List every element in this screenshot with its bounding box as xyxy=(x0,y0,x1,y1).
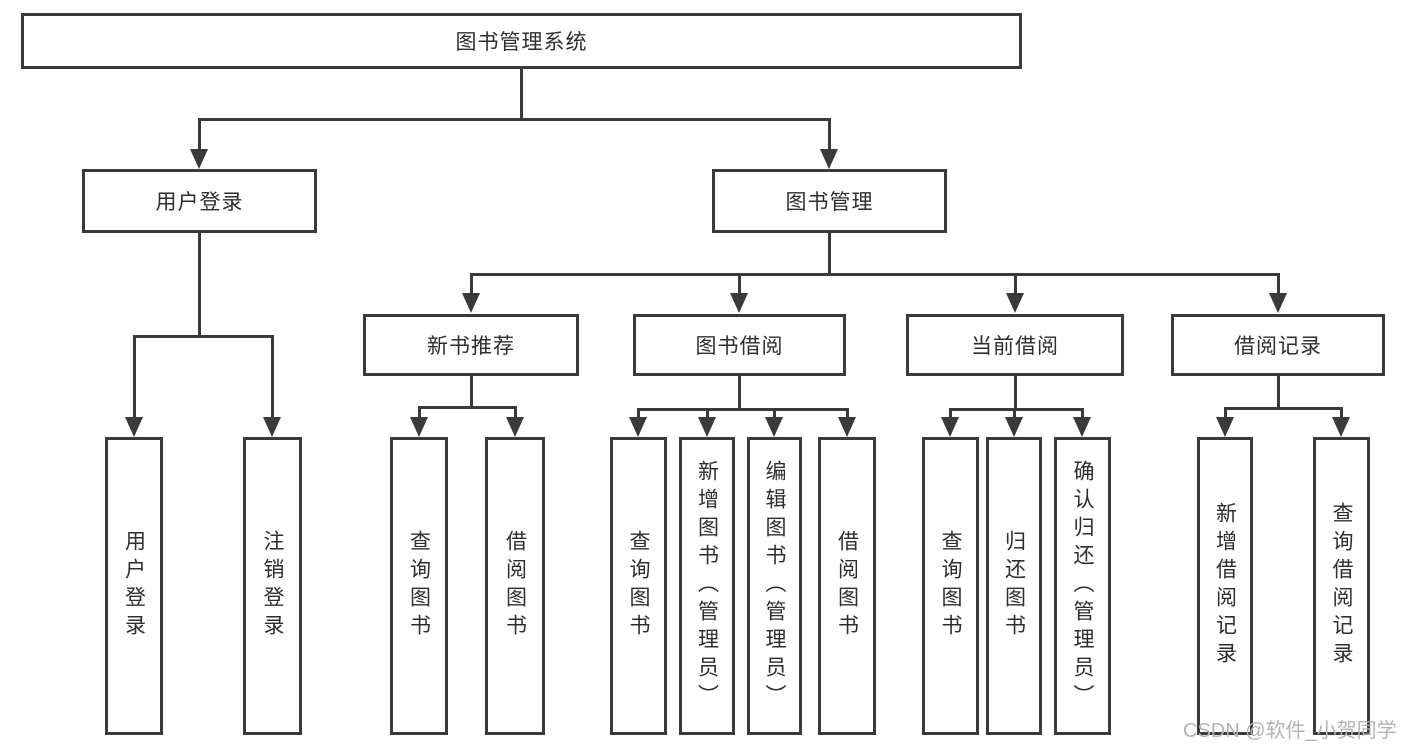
node-new-book-rec: 新书推荐 xyxy=(363,314,579,376)
node-user-login-label: 用户登录 xyxy=(155,191,244,214)
node-leaf-borrow-book-a: 借阅图书 xyxy=(485,437,545,735)
connector-leaf-edit-book-drop xyxy=(773,408,776,419)
connector-leaf-query-book-a-drop xyxy=(418,406,421,419)
arrowhead-leaf-borrow-book-b xyxy=(838,417,856,437)
connector-new-book-rec-drop xyxy=(470,273,473,295)
connector-user-login-drop xyxy=(198,118,201,151)
node-leaf-query-borrow-record-label: 查询借阅记录 xyxy=(1330,502,1353,670)
connector-level3-branch xyxy=(470,273,1280,276)
node-root-label: 图书管理系统 xyxy=(455,31,588,54)
connector-book-borrow-stem xyxy=(738,376,741,408)
arrowhead-leaf-confirm-return xyxy=(1073,417,1091,437)
node-leaf-add-borrow-record: 新增借阅记录 xyxy=(1197,437,1253,735)
node-leaf-borrow-book-b-label: 借阅图书 xyxy=(835,530,859,642)
connector-current-borrow-stem xyxy=(1014,376,1017,408)
arrowhead-leaf-user-login xyxy=(125,417,143,437)
connector-new-book-rec-child-branch xyxy=(418,406,517,409)
arrowhead-current-borrow xyxy=(1006,293,1024,313)
connector-leaf-add-book-drop xyxy=(706,408,709,419)
node-borrow-records-label: 借阅记录 xyxy=(1234,335,1322,358)
node-leaf-add-book-admin: 新增图书（管理员） xyxy=(679,437,735,735)
node-leaf-query-borrow-record: 查询借阅记录 xyxy=(1313,437,1370,735)
node-root: 图书管理系统 xyxy=(21,13,1022,69)
node-leaf-user-login: 用户登录 xyxy=(105,437,163,735)
node-leaf-return-book: 归还图书 xyxy=(986,437,1042,735)
node-leaf-query-book-a-label: 查询图书 xyxy=(407,530,431,642)
arrowhead-leaf-add-book xyxy=(698,417,716,437)
node-book-borrow: 图书借阅 xyxy=(633,314,846,376)
connector-level2-branch xyxy=(198,118,831,121)
connector-book-mgmt-stem xyxy=(828,233,831,273)
node-book-mgmt: 图书管理 xyxy=(712,169,947,233)
arrowhead-leaf-return-book xyxy=(1005,417,1023,437)
node-leaf-query-book-b: 查询图书 xyxy=(610,437,667,735)
arrowhead-borrow-records xyxy=(1269,293,1287,313)
connector-current-borrow-drop xyxy=(1014,273,1017,295)
node-book-borrow-label: 图书借阅 xyxy=(695,335,784,358)
connector-leaf-add-record-drop xyxy=(1224,407,1227,419)
connector-leaf-borrow-book-b-drop xyxy=(846,408,849,419)
connector-user-login-child-branch xyxy=(133,335,274,338)
connector-leaf-confirm-return-drop xyxy=(1081,408,1084,419)
node-leaf-edit-book-admin-label: 编辑图书（管理员） xyxy=(763,460,786,712)
node-leaf-query-book-c-label: 查询图书 xyxy=(939,530,962,642)
connector-new-book-rec-stem xyxy=(470,376,473,406)
connector-book-borrow-child-branch xyxy=(637,408,849,411)
arrowhead-leaf-add-record xyxy=(1216,417,1234,437)
arrowhead-book-mgmt xyxy=(820,149,838,169)
connector-borrow-records-stem xyxy=(1277,376,1280,407)
node-leaf-add-book-admin-label: 新增图书（管理员） xyxy=(695,460,719,712)
arrowhead-new-book-rec xyxy=(462,293,480,313)
connector-current-borrow-child-branch xyxy=(949,408,1084,411)
connector-leaf-borrow-book-a-drop xyxy=(514,406,517,419)
connector-leaf-query-book-c-drop xyxy=(949,408,952,419)
connector-borrow-records-child-branch xyxy=(1224,407,1343,410)
connector-leaf-query-record-drop xyxy=(1340,407,1343,419)
arrowhead-leaf-logout xyxy=(263,417,281,437)
arrowhead-book-borrow xyxy=(730,293,748,313)
connector-user-login-stem xyxy=(198,233,201,335)
arrowhead-leaf-query-book-c xyxy=(941,417,959,437)
node-leaf-confirm-return-admin: 确认归还（管理员） xyxy=(1054,437,1111,735)
connector-root-stem xyxy=(520,69,523,118)
node-leaf-query-book-a: 查询图书 xyxy=(390,437,448,735)
connector-borrow-records-drop xyxy=(1277,273,1280,295)
node-leaf-logout-label: 注销登录 xyxy=(261,530,284,642)
arrowhead-leaf-query-book-b xyxy=(629,417,647,437)
arrowhead-leaf-query-book-a xyxy=(410,417,428,437)
connector-book-mgmt-drop xyxy=(828,118,831,151)
connector-leaf-query-book-b-drop xyxy=(637,408,640,419)
node-leaf-add-borrow-record-label: 新增借阅记录 xyxy=(1213,502,1237,670)
node-leaf-borrow-book-a-label: 借阅图书 xyxy=(503,530,527,642)
connector-book-borrow-drop xyxy=(738,273,741,295)
node-leaf-edit-book-admin: 编辑图书（管理员） xyxy=(747,437,802,735)
connector-leaf-logout-drop xyxy=(271,335,274,419)
node-leaf-borrow-book-b: 借阅图书 xyxy=(818,437,876,735)
arrowhead-user-login xyxy=(190,149,208,169)
node-current-borrow: 当前借阅 xyxy=(906,314,1124,376)
node-leaf-logout: 注销登录 xyxy=(243,437,302,735)
node-leaf-user-login-label: 用户登录 xyxy=(122,530,146,642)
node-book-mgmt-label: 图书管理 xyxy=(785,191,874,214)
node-borrow-records: 借阅记录 xyxy=(1171,314,1385,376)
arrowhead-leaf-borrow-book-a xyxy=(506,417,524,437)
node-leaf-query-book-c: 查询图书 xyxy=(922,437,979,735)
node-current-borrow-label: 当前借阅 xyxy=(971,335,1059,358)
arrowhead-leaf-edit-book xyxy=(765,417,783,437)
node-user-login: 用户登录 xyxy=(82,169,317,233)
node-new-book-rec-label: 新书推荐 xyxy=(427,335,515,358)
connector-leaf-user-login-drop xyxy=(133,335,136,419)
node-leaf-confirm-return-admin-label: 确认归还（管理员） xyxy=(1071,460,1094,712)
arrowhead-leaf-query-record xyxy=(1332,417,1350,437)
watermark: CSDN @软件_小贺同学 xyxy=(1183,720,1397,742)
node-leaf-query-book-b-label: 查询图书 xyxy=(627,530,650,642)
connector-leaf-return-book-drop xyxy=(1013,408,1016,419)
node-leaf-return-book-label: 归还图书 xyxy=(1002,530,1026,642)
